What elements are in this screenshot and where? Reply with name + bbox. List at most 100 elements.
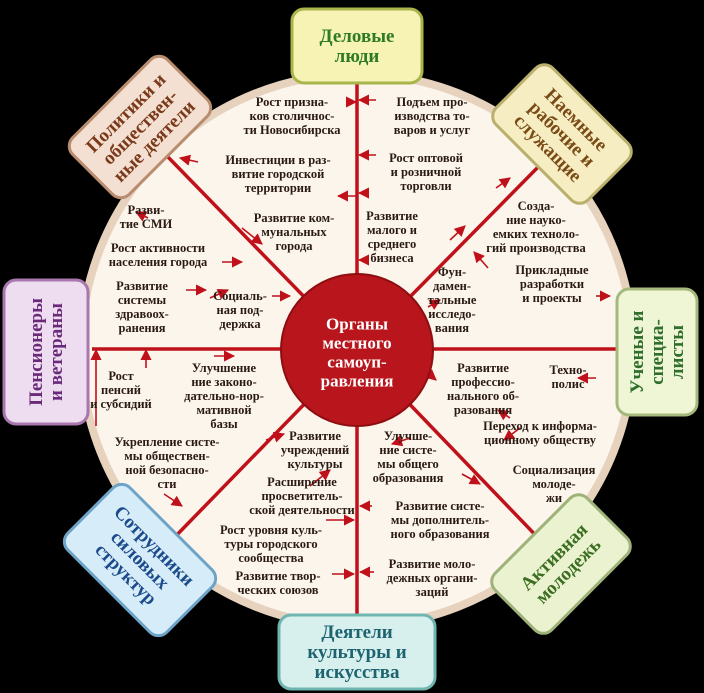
stakeholder-box-bg: [491, 63, 633, 205]
goal-label-line: малого и: [367, 223, 417, 237]
goal-label-line: Улучше-: [384, 429, 432, 443]
goal-label-line: системы: [118, 293, 167, 307]
arrow: [390, 435, 411, 447]
goal-label-line: мы дополнитель-: [391, 513, 489, 527]
goal-label-line: нального об-: [447, 389, 519, 403]
goal-label-line: сообщества: [238, 551, 304, 565]
goal-label-line: гий производства: [486, 241, 586, 255]
arrow: [178, 154, 199, 166]
arrow: [473, 251, 489, 269]
goal-label-line: бизнеса: [370, 251, 414, 265]
stakeholder-box-line: специа-: [647, 319, 668, 385]
goal-label-line: ционному обществу: [484, 433, 597, 447]
arrow: [265, 431, 286, 443]
goal-label-line: ческих союзов: [237, 583, 318, 597]
goal-label-line: Разви-: [127, 203, 164, 217]
goal-label-line: мунальных: [261, 225, 327, 239]
goal-label-line: ранения: [118, 321, 165, 335]
stakeholder-box-line: Ученые и: [627, 310, 648, 393]
goal-label-line: исследо-: [428, 307, 475, 321]
goal-label-line: и субсидий: [90, 397, 152, 411]
goal-label-line: разработки: [520, 277, 584, 291]
stakeholder-box-line: люди: [335, 46, 380, 67]
goal-label-line: жи: [546, 491, 562, 505]
arrow: [503, 427, 521, 441]
goal-label-line: и розничной: [391, 165, 462, 179]
goal-label-line: Рост активности: [111, 241, 205, 255]
goal-label-infosociety: Переход к информа-ционному обществу: [483, 419, 597, 447]
arrow: [134, 211, 149, 222]
arrow: [497, 409, 511, 421]
goal-label-technopolis: Техно-полис: [549, 363, 586, 391]
goal-label-line: Рост уровня куль-: [220, 523, 322, 537]
goal-label-line: просветитель-: [261, 489, 342, 503]
goal-label-line: мативной: [196, 403, 251, 417]
goal-label-line: Расширение: [267, 475, 337, 489]
goal-label-line: образования: [373, 471, 444, 485]
goal-label-capital: Рост призна-ков столичнос-ти Новосибирск…: [243, 95, 341, 137]
spoke-se: [394, 388, 547, 547]
goal-label-line: Развитие твор-: [235, 569, 320, 583]
goal-label-line: молоде-: [532, 477, 575, 491]
goal-label-line: Укрепление систе-: [115, 435, 220, 449]
goal-label-line: Развитие ком-: [254, 211, 335, 225]
center-label-line: самоуп-: [327, 353, 387, 372]
goal-label-line: Развитие: [366, 209, 418, 223]
center-label-line: Органы: [326, 315, 388, 334]
goal-label-line: дательно-нор-: [184, 389, 264, 403]
goal-label-line: витие городской: [232, 167, 325, 181]
stakeholder-box-line: культуры и: [307, 642, 406, 663]
goal-label-line: учреждений: [281, 443, 349, 457]
goal-label-line: ние науко-: [506, 213, 566, 227]
goal-label-line: Развитие: [116, 279, 168, 293]
spoke-sw: [165, 388, 320, 547]
stakeholder-box-line: Деятели: [321, 622, 392, 643]
goal-label-line: профессио-: [451, 375, 514, 389]
goal-label-line: Социализация: [513, 463, 596, 477]
arrow: [495, 177, 511, 189]
arrow: [163, 493, 183, 507]
goal-label-line: ние систе-: [379, 443, 436, 457]
stakeholder-box-line: искусства: [315, 662, 400, 683]
goal-label-line: Прикладные: [515, 263, 589, 277]
goal-label-community: Рост уровня куль-туры городскогосообщест…: [220, 523, 322, 565]
goal-label-line: мы обществен-: [124, 449, 210, 463]
stakeholder-box-line: Пенсионеры: [26, 298, 47, 406]
arrow: [241, 227, 263, 245]
goal-label-line: базы: [210, 417, 238, 431]
arrows: [90, 94, 612, 580]
arrow: [209, 288, 230, 300]
goal-label-safety: Укрепление систе-мы обществен-ной безопа…: [115, 435, 220, 491]
stakeholder-box-bg: [490, 493, 632, 635]
goal-label-line: сти: [158, 477, 177, 491]
goal-label-line: разования: [454, 403, 512, 417]
goal-label-line: ние законо-: [191, 375, 256, 389]
goal-label-line: территории: [245, 181, 311, 195]
stakeholder-box-bg: [2, 278, 90, 426]
stakeholder-box-bg: [62, 482, 218, 638]
goal-label-line: ного образования: [391, 527, 490, 541]
goal-label-line: Подъем про-: [397, 95, 468, 109]
goal-label-line: ная под-: [217, 303, 264, 317]
goal-label-line: Техно-: [549, 363, 586, 377]
goal-label-line: варов и услуг: [394, 123, 471, 137]
goal-label-line: Фун-: [438, 265, 466, 279]
spokes: [92, 70, 622, 625]
spoke-nw: [165, 154, 320, 313]
arrow: [449, 225, 466, 241]
